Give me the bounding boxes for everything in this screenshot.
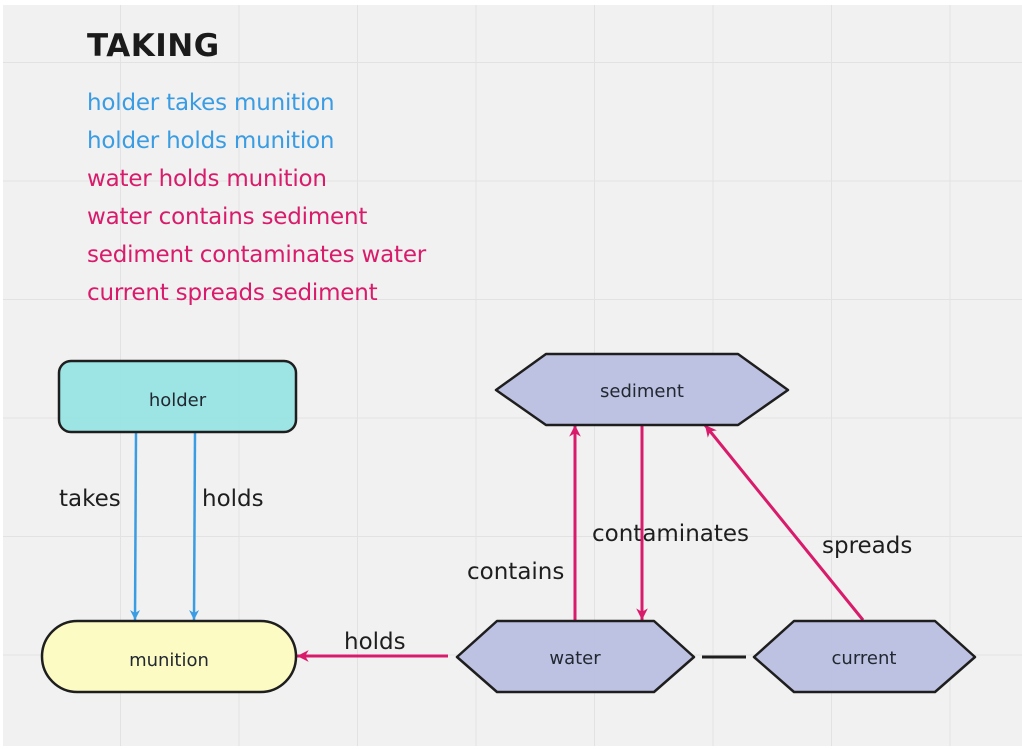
edge-label-contains: contains: [467, 559, 564, 585]
fact-item: water holds munition: [87, 166, 327, 192]
node-sediment[interactable]: sediment: [494, 352, 790, 427]
edge-current-spreads-sediment[interactable]: [703, 424, 865, 621]
node-sediment-label: sediment: [600, 381, 684, 402]
node-water-label: water: [549, 648, 601, 669]
node-current[interactable]: current: [752, 619, 977, 694]
node-munition-label: munition: [129, 650, 209, 671]
node-sediment-shape: [494, 352, 790, 427]
node-holder-shape: [57, 359, 298, 434]
node-current-label: current: [832, 648, 897, 669]
fact-list: holder takes munition holder holds munit…: [87, 84, 426, 312]
node-water[interactable]: water: [455, 619, 696, 694]
fact-item: current spreads sediment: [87, 280, 378, 306]
edge-holder-takes-munition[interactable]: [130, 431, 141, 621]
diagram-title: TAKING: [87, 28, 220, 64]
edge-label-holds-magenta: holds: [344, 629, 406, 655]
fact-item: holder takes munition: [87, 90, 335, 116]
fact-item: sediment contaminates water: [87, 242, 427, 268]
fact-item: water contains sediment: [87, 204, 368, 230]
node-munition[interactable]: munition: [40, 619, 298, 694]
node-munition-shape: [40, 619, 298, 694]
node-current-shape: [752, 619, 977, 694]
fact-item: holder holds munition: [87, 128, 335, 154]
node-holder[interactable]: holder: [57, 359, 298, 434]
node-water-shape: [455, 619, 696, 694]
node-holder-label: holder: [149, 390, 207, 411]
edge-label-takes: takes: [59, 486, 121, 512]
edge-label-holds-blue: holds: [202, 486, 264, 512]
edge-label-spreads: spreads: [822, 533, 912, 559]
edge-holder-holds-munition[interactable]: [189, 431, 200, 621]
edge-label-contaminates: contaminates: [592, 521, 749, 547]
